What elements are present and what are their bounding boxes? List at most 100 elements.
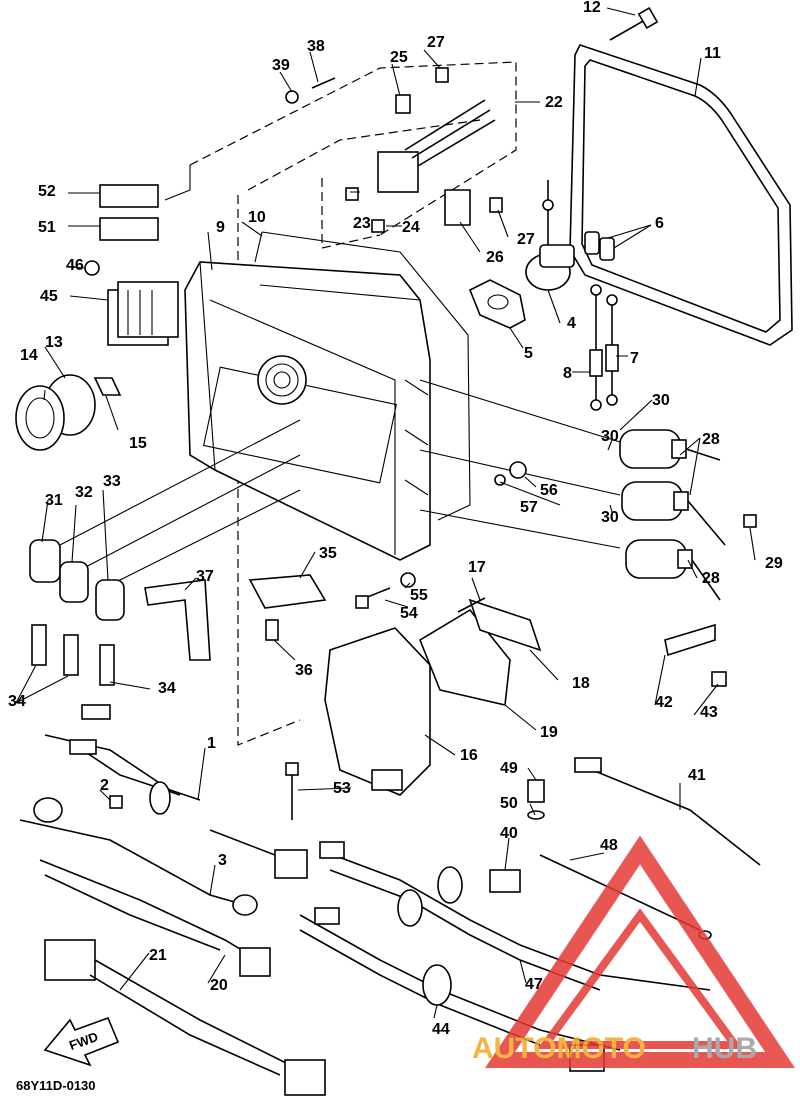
bolts-part-29-43	[711, 514, 757, 687]
spark-plug-caps-part-31-32-33	[29, 419, 301, 621]
callout-9: 9	[216, 219, 225, 236]
callout-24: 24	[402, 219, 420, 236]
callout-16: 16	[460, 747, 478, 764]
bracket-part-19	[419, 608, 511, 706]
callout-33: 33	[103, 473, 121, 490]
rectifier-part-45	[107, 281, 179, 346]
callout-35: 35	[319, 545, 337, 562]
clip-part-15	[93, 377, 122, 396]
holder-part-37	[144, 579, 211, 661]
callout-39: 39	[272, 57, 290, 74]
ignition-coils-part-28	[419, 379, 726, 601]
bracket-part-5	[468, 279, 526, 329]
callout-20: 20	[210, 977, 228, 994]
callout-36: 36	[295, 662, 313, 679]
callout-32: 32	[75, 484, 93, 501]
callout-57: 57	[520, 499, 538, 516]
callout-56: 56	[540, 482, 558, 499]
gasket-part-11	[569, 44, 793, 346]
screws-part-38-39	[285, 77, 336, 104]
callout-40: 40	[500, 825, 518, 842]
callout-28: 28	[702, 570, 720, 587]
callout-34: 34	[8, 693, 26, 710]
callout-26: 26	[486, 249, 504, 266]
callout-42: 42	[655, 694, 673, 711]
holder-part-18	[468, 598, 542, 652]
callout-28: 28	[702, 431, 720, 448]
fuse-part-7	[605, 294, 619, 406]
bolts-part-17-54	[355, 587, 486, 613]
screw-part-12	[609, 6, 659, 41]
watermark-text-part1: AUTOMOTO	[472, 1032, 646, 1065]
harness-part-3	[19, 797, 308, 916]
callout-31: 31	[45, 492, 63, 509]
starter-relay-part-4	[525, 180, 575, 291]
bracket-part-42	[664, 623, 716, 657]
callout-15: 15	[129, 435, 147, 452]
labels-part-51-52	[99, 184, 159, 241]
callout-5: 5	[524, 345, 533, 362]
callout-23: 23	[353, 215, 371, 232]
callout-13: 13	[45, 334, 63, 351]
callout-43: 43	[700, 704, 718, 721]
callout-46: 46	[66, 257, 84, 274]
callout-22: 22	[545, 94, 563, 111]
drawing-code: 68Y11D-0130	[16, 1078, 96, 1093]
callout-29: 29	[765, 555, 783, 572]
callout-27: 27	[517, 231, 535, 248]
callout-30: 30	[601, 428, 619, 445]
callout-55: 55	[410, 587, 428, 604]
callout-51: 51	[38, 219, 56, 236]
callout-21: 21	[149, 947, 167, 964]
electrical-box-part-9	[184, 261, 431, 561]
callout-45: 45	[40, 288, 58, 305]
screw-part-36	[265, 619, 279, 641]
callout-17: 17	[468, 559, 486, 576]
callout-8: 8	[563, 365, 572, 382]
callout-11: 11	[704, 45, 721, 62]
cdi-unit-part-16	[324, 627, 431, 796]
callout-4: 4	[567, 315, 576, 332]
harness-part-21	[44, 939, 326, 1096]
callout-25: 25	[390, 49, 408, 66]
clamp-part-35	[248, 574, 327, 609]
callout-44: 44	[432, 1021, 450, 1038]
callout-41: 41	[688, 767, 706, 784]
callout-6: 6	[655, 215, 664, 232]
watermark-inner-triangle-icon	[537, 908, 743, 1049]
callout-54: 54	[400, 605, 418, 622]
callout-10: 10	[248, 209, 266, 226]
callout-38: 38	[307, 38, 325, 55]
watermark-text-part2: HUB	[692, 1032, 757, 1065]
watermark-triangle-icon	[485, 835, 795, 1068]
leader-lines	[15, 7, 756, 1019]
spark-plugs-part-34	[31, 624, 115, 686]
callout-14: 14	[20, 347, 38, 364]
automotohub-watermark: AUTOMOTO HUB	[472, 835, 795, 1068]
screw-part-46	[84, 260, 100, 276]
cap-part-13-14	[15, 374, 96, 451]
callout-27: 27	[427, 34, 445, 51]
callout-34: 34	[158, 680, 176, 697]
callout-3: 3	[218, 852, 227, 869]
harness-part-20	[39, 859, 271, 977]
wire-leads-part-22-23-24-25-26-27	[345, 67, 503, 233]
fwd-arrow-icon: FWD	[43, 1016, 120, 1067]
callout-37: 37	[196, 568, 214, 585]
callout-53: 53	[333, 780, 351, 797]
callout-2: 2	[100, 777, 109, 794]
callout-19: 19	[540, 724, 558, 741]
cable-part-41-48	[539, 757, 761, 940]
fuse-holder-part-6	[584, 231, 615, 261]
callout-30: 30	[652, 392, 670, 409]
fuse-part-8	[589, 284, 603, 411]
harness-part-1-2	[44, 704, 201, 815]
callout-18: 18	[572, 675, 590, 692]
callout-7: 7	[630, 350, 639, 367]
callout-30: 30	[601, 509, 619, 526]
seal-part-10	[254, 231, 471, 521]
callout-12: 12	[583, 0, 601, 16]
